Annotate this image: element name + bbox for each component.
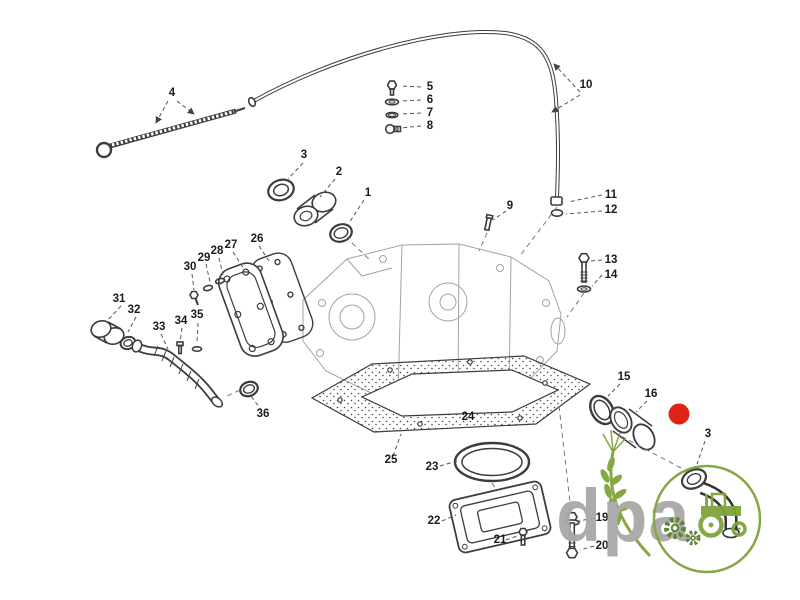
part-label-11: 11 bbox=[605, 189, 618, 201]
part-label-16: 16 bbox=[645, 388, 658, 400]
part-label-14: 14 bbox=[605, 269, 618, 281]
part-label-35: 35 bbox=[191, 309, 204, 321]
gear-icon bbox=[664, 517, 686, 539]
part-label-24: 24 bbox=[462, 411, 475, 423]
transmission-case-outline bbox=[302, 243, 566, 400]
part-label-1: 1 bbox=[365, 187, 372, 199]
washer-14 bbox=[576, 285, 592, 293]
center-lines bbox=[224, 206, 682, 512]
part-label-29: 29 bbox=[198, 252, 211, 264]
highlight-dot bbox=[668, 403, 690, 425]
hose-33 bbox=[131, 339, 224, 408]
sleeve-16 bbox=[609, 406, 656, 451]
seal-ring-3 bbox=[267, 178, 295, 202]
part-label-12: 12 bbox=[605, 204, 618, 216]
part-label-6: 6 bbox=[427, 94, 433, 106]
cover-plate-27 bbox=[217, 262, 284, 357]
watermark-text: dpa bbox=[556, 474, 691, 557]
watermark: dpa bbox=[556, 429, 762, 574]
clamp-8 bbox=[384, 123, 402, 135]
washer-35 bbox=[191, 345, 203, 352]
part-label-5: 5 bbox=[427, 81, 434, 93]
seal-ring-3b bbox=[680, 468, 708, 490]
pan-gasket-25 bbox=[310, 355, 592, 433]
part-label-3: 3 bbox=[301, 149, 307, 161]
part-label-15: 15 bbox=[618, 371, 631, 383]
part-label-13: 13 bbox=[605, 254, 618, 266]
bolt-21 bbox=[518, 527, 528, 546]
bolt-34 bbox=[176, 341, 184, 355]
bolt-13 bbox=[578, 252, 590, 283]
dipstick-tube bbox=[247, 30, 564, 218]
tube-fitting-11 bbox=[550, 196, 563, 206]
part-label-28: 28 bbox=[211, 245, 224, 257]
watermark-circle bbox=[652, 464, 762, 574]
tractor-icon bbox=[698, 492, 747, 538]
washer-29 bbox=[202, 284, 214, 292]
gear-icon-2 bbox=[685, 530, 701, 546]
part-label-8: 8 bbox=[427, 120, 434, 132]
part-label-23: 23 bbox=[426, 461, 439, 473]
leader-lines bbox=[105, 63, 706, 551]
dipstick bbox=[95, 107, 246, 159]
part-label-33: 33 bbox=[153, 321, 166, 333]
o-ring-36 bbox=[239, 380, 259, 398]
part-label-3b: 3 bbox=[705, 428, 711, 440]
part-label-10: 10 bbox=[580, 79, 593, 91]
part-label-27: 27 bbox=[225, 239, 238, 251]
part-label-25: 25 bbox=[385, 454, 398, 466]
bolt-5 bbox=[386, 80, 398, 96]
part-label-22: 22 bbox=[428, 515, 441, 527]
part-label-21: 21 bbox=[494, 534, 507, 546]
stud-9 bbox=[483, 213, 494, 232]
part-label-4: 4 bbox=[169, 87, 176, 99]
part-label-2: 2 bbox=[336, 166, 342, 178]
washer-28 bbox=[214, 277, 226, 285]
nut-20 bbox=[565, 547, 579, 559]
ring-7 bbox=[385, 111, 399, 119]
wheat-icon bbox=[600, 429, 652, 558]
bolt-30 bbox=[189, 290, 199, 306]
part-label-31: 31 bbox=[113, 293, 126, 305]
part-label-19: 19 bbox=[596, 512, 609, 524]
part-label-34: 34 bbox=[175, 315, 188, 327]
part-label-26: 26 bbox=[251, 233, 264, 245]
part-label-36: 36 bbox=[257, 408, 270, 420]
part-label-32: 32 bbox=[128, 304, 141, 316]
plug-31 bbox=[90, 319, 125, 346]
o-ring-15 bbox=[589, 394, 615, 426]
part-label-20: 20 bbox=[596, 540, 609, 552]
part-label-30: 30 bbox=[184, 261, 197, 273]
part-label-7: 7 bbox=[427, 107, 433, 119]
tube-nut-12 bbox=[550, 209, 564, 218]
washer-6 bbox=[384, 98, 400, 106]
part-label-9: 9 bbox=[507, 200, 513, 212]
sleeve-2 bbox=[293, 191, 337, 227]
seal-23 bbox=[453, 441, 531, 483]
o-ring-1 bbox=[329, 223, 353, 243]
